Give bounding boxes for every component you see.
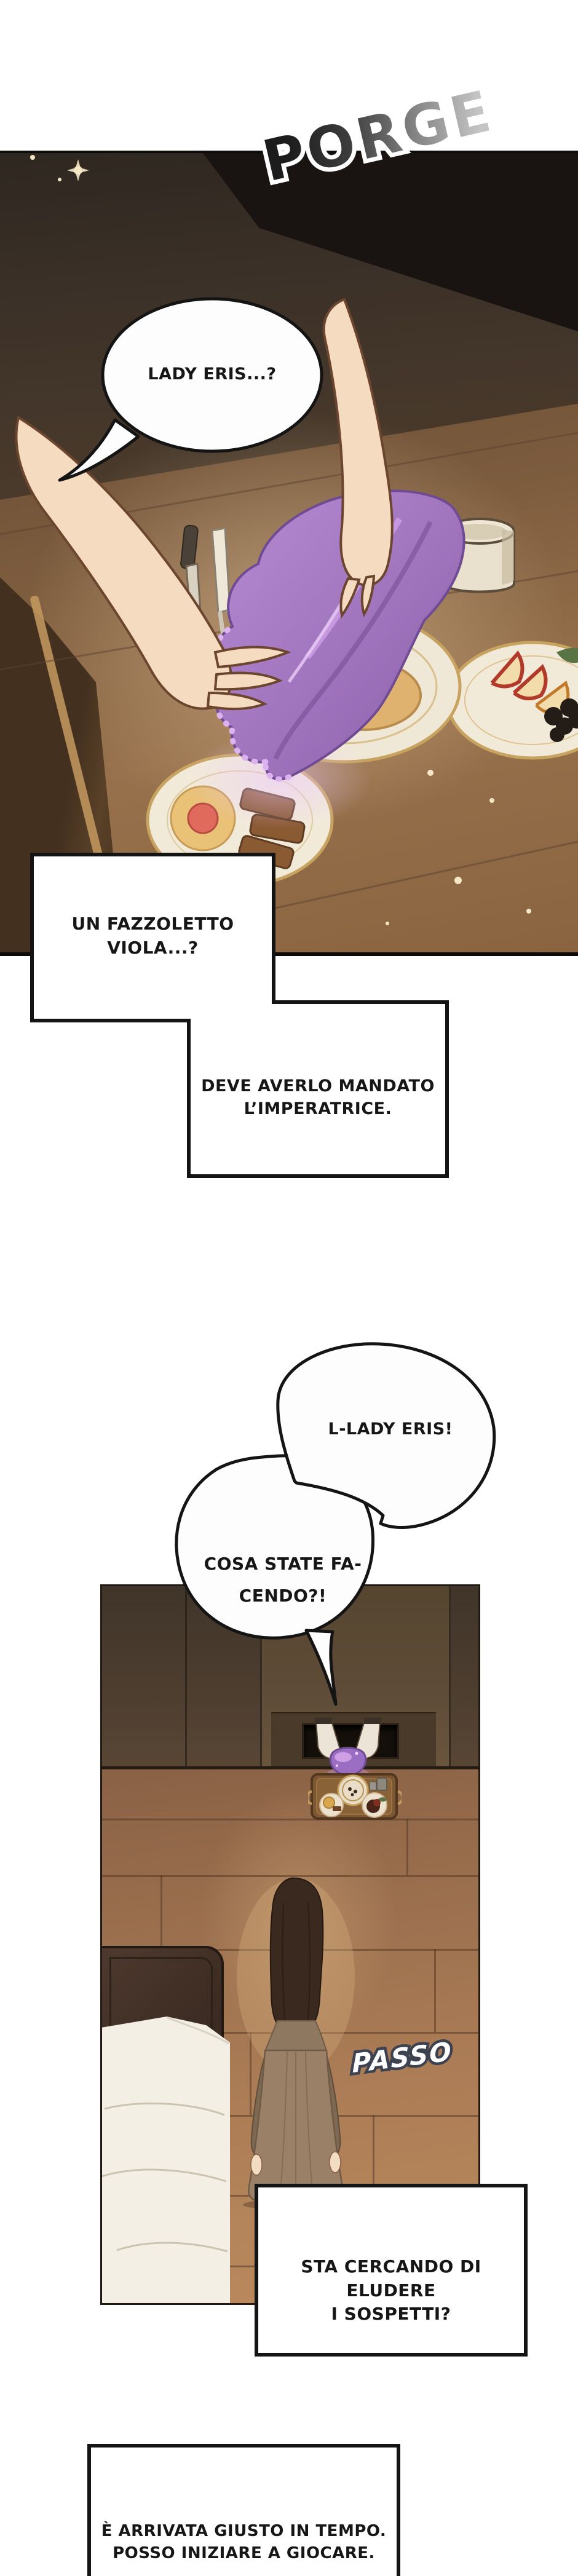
- caption-line: STA CERCANDO DI ELUDERE: [301, 2256, 481, 2301]
- floor-seam: [160, 1875, 162, 1949]
- fruit-plate: [446, 641, 578, 760]
- tray-cup: [376, 1777, 387, 1791]
- caption-box2-text: DEVE AVERLO MANDATO L’IMPERATRICE.: [189, 1075, 447, 1121]
- apple-slices: [490, 650, 570, 714]
- tray-handle-right: [397, 1790, 402, 1805]
- caption-line: UN FAZZOLETTO: [71, 914, 234, 934]
- bubble-text-cosa-state: COSA STATE FA- CENDO?!: [200, 1548, 366, 1612]
- caption-box3: [255, 2184, 528, 2357]
- woman-figure: [237, 1877, 355, 2210]
- knife-handle: [180, 524, 199, 570]
- floor-seam: [102, 1819, 478, 1820]
- bubble-cosa-state: [175, 1454, 375, 1640]
- hair: [269, 1877, 324, 2029]
- niche-hands-handkerchief: [315, 1718, 381, 1784]
- bubble-tail-down: [304, 1629, 338, 1706]
- sparkles: [30, 155, 531, 925]
- caption-boxes-staircase: [30, 853, 449, 1178]
- wall-base-line: [102, 1766, 478, 1769]
- speech-bubble-lady-eris: [58, 297, 323, 482]
- right-hand: [322, 298, 394, 618]
- tray-handle-left: [308, 1790, 312, 1805]
- tray-cookie: [323, 1796, 335, 1809]
- wall-seam: [185, 1586, 187, 1768]
- left-cuff: [315, 1718, 332, 1724]
- bubble-text-lady-eris: LADY ERIS...?: [129, 363, 295, 385]
- grapes: [544, 698, 578, 742]
- caption-line: L’IMPERATRICE.: [243, 1099, 392, 1119]
- speech-bubble-cluster: [175, 1342, 496, 1706]
- floor-seam: [406, 1819, 408, 1875]
- bubble-line: LADY ERIS...?: [148, 365, 277, 384]
- bubble-l-lady-eris: [276, 1342, 496, 1529]
- floor-seam: [373, 2115, 374, 2195]
- caption-box3-text: STA CERCANDO DI ELUDERE I SOSPETTI?: [255, 2255, 528, 2326]
- caption-line: POSSO INIZIARE A GIOCARE.: [113, 2543, 375, 2562]
- caption-box4: [87, 2444, 400, 2576]
- caption-line: È ARRIVATA GIUSTO IN TEMPO.: [101, 2522, 387, 2540]
- bed-sheet: [102, 2017, 230, 2303]
- bubble-tail: [58, 418, 140, 482]
- caption-box4-text: È ARRIVATA GIUSTO IN TEMPO. POSSO INIZIA…: [87, 2521, 400, 2565]
- sheet-folds: [102, 2017, 229, 2253]
- fork-handle: [211, 527, 231, 615]
- bubble-text-l-lady-eris: L-LADY ERIS!: [307, 1418, 473, 1440]
- caption-line: VIOLA...?: [107, 937, 199, 958]
- handkerchief-highlight: [335, 1752, 352, 1762]
- right-cuff: [364, 1718, 381, 1724]
- caption-line: I SOSPETTI?: [331, 2304, 451, 2325]
- dress-folds: [279, 2051, 314, 2202]
- caption-box1-text: UN FAZZOLETTO VIOLA...?: [32, 912, 274, 960]
- panel-dinner-scene: [0, 151, 578, 956]
- floor-seam: [102, 1875, 478, 1877]
- bubble-line: CENDO?!: [239, 1586, 327, 1606]
- leaf: [556, 647, 578, 663]
- bubble-line: L-LADY ERIS!: [328, 1420, 453, 1439]
- left-hand: [15, 415, 291, 711]
- floor-seam: [434, 1949, 436, 2032]
- panel1-artwork: [0, 155, 578, 952]
- left-hand-pale: [250, 2154, 263, 2176]
- right-hand-pale: [329, 2151, 341, 2173]
- caption-line: DEVE AVERLO MANDATO: [201, 1077, 435, 1096]
- floor-seam: [250, 2032, 251, 2115]
- food-tray: [308, 1773, 402, 1820]
- bubble-line: COSA STATE FA-: [204, 1554, 362, 1574]
